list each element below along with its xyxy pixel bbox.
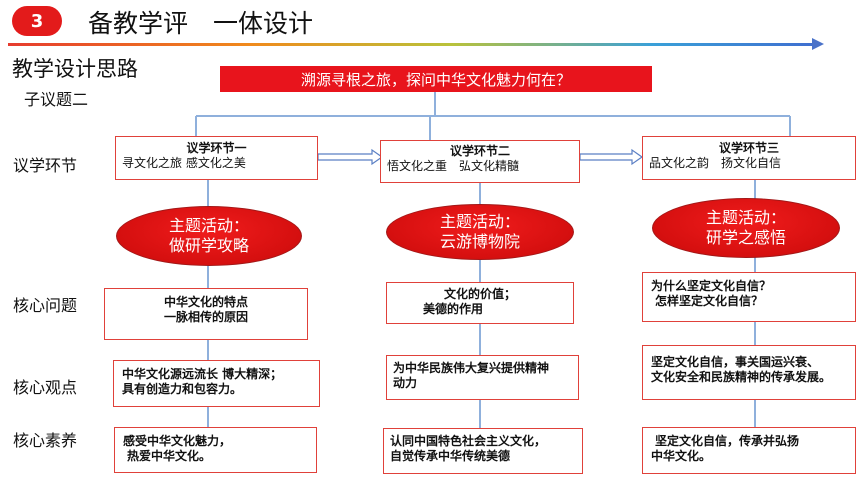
stage-box-3: 议学环节三 品文化之韵 扬文化自信 — [642, 136, 856, 180]
sub-topic-label: 子议题二 — [24, 90, 89, 109]
viewpoint-line: 文化安全和民族精神的传承发展。 — [651, 370, 832, 384]
literacy-line: 中华文化。 — [651, 449, 712, 463]
viewpoint-box-3: 坚定文化自信，事关国运兴衰、 文化安全和民族精神的传承发展。 — [642, 345, 856, 400]
arrow-stage1-to-stage2 — [317, 148, 384, 166]
activity-name: 云游博物院 — [439, 232, 520, 251]
stage-box-1: 议学环节一 寻文化之旅 感文化之美 — [115, 136, 318, 180]
stage-title: 议学环节一 — [186, 141, 247, 155]
literacy-box-1: 感受中华文化魅力， 热爱中华文化。 — [114, 427, 317, 473]
viewpoint-box-2: 为中华民族伟大复兴提供精神 动力 — [386, 355, 579, 400]
literacy-line: 认同中国特色社会主义文化， — [390, 434, 547, 448]
question-line: 怎样坚定文化自信？ — [655, 294, 764, 308]
question-line: 为什么坚定文化自信？ — [651, 279, 772, 293]
section-number-badge: 3 — [12, 6, 62, 36]
literacy-box-3: 坚定文化自信，传承并弘扬 中华文化。 — [642, 427, 856, 474]
viewpoint-box-1: 中华文化源远流长 博大精深； 具有创造力和包容力。 — [113, 360, 320, 407]
activity-label: 主题活动： — [168, 216, 249, 235]
question-line: 一脉相传的原因 — [163, 310, 248, 324]
stage-title: 议学环节二 — [449, 144, 510, 158]
literacy-line: 自觉传承中华传统美德 — [390, 449, 511, 463]
question-box-2: 文化的价值； 美德的作用 — [386, 282, 574, 324]
viewpoint-line: 具有创造力和包容力。 — [122, 382, 243, 396]
row-label-stage: 议学环节 — [13, 156, 78, 175]
activity-ellipse-3: 主题活动： 研学之感悟 — [652, 198, 840, 258]
slide-title: 备教学评 一体设计 — [88, 9, 314, 38]
stage-box-2: 议学环节二 悟文化之重 弘文化精髓 — [380, 140, 580, 183]
question-line: 美德的作用 — [423, 302, 484, 316]
question-line: 中华文化的特点 — [163, 295, 248, 309]
literacy-line: 热爱中华文化。 — [127, 449, 212, 463]
activity-label: 主题活动： — [705, 208, 786, 227]
activity-ellipse-2: 主题活动： 云游博物院 — [386, 204, 574, 260]
section-heading: 教学设计思路 — [12, 57, 138, 81]
viewpoint-line: 为中华民族伟大复兴提供精神 — [393, 361, 550, 375]
activity-label: 主题活动： — [439, 212, 520, 231]
literacy-box-2: 认同中国特色社会主义文化， 自觉传承中华传统美德 — [383, 428, 583, 474]
viewpoint-line: 中华文化源远流长 博大精深； — [122, 367, 283, 381]
question-box-3: 为什么坚定文化自信？ 怎样坚定文化自信？ — [642, 272, 856, 322]
arrow-stage2-to-stage3 — [579, 148, 644, 166]
row-label-viewpoint: 核心观点 — [13, 378, 78, 397]
stage-title: 议学环节三 — [718, 141, 779, 155]
activity-name: 研学之感悟 — [705, 228, 786, 247]
arrow-right-icon — [812, 38, 824, 50]
literacy-line: 感受中华文化魅力， — [123, 434, 232, 448]
stage-subtitle: 寻文化之旅 感文化之美 — [122, 156, 246, 170]
activity-ellipse-1: 主题活动： 做研学攻略 — [116, 206, 302, 266]
stage-subtitle: 品文化之韵 扬文化自信 — [649, 156, 782, 170]
viewpoint-line: 坚定文化自信，事关国运兴衰、 — [651, 355, 820, 369]
stage-subtitle: 悟文化之重 弘文化精髓 — [387, 159, 520, 173]
title-underline — [8, 43, 813, 46]
theme-banner: 溯源寻根之旅，探问中华文化魅力何在？ — [220, 66, 652, 92]
row-label-question: 核心问题 — [13, 296, 78, 315]
literacy-line: 坚定文化自信，传承并弘扬 — [655, 434, 800, 448]
question-box-1: 中华文化的特点 一脉相传的原因 — [104, 288, 308, 340]
row-label-literacy: 核心素养 — [13, 431, 78, 450]
activity-name: 做研学攻略 — [168, 236, 249, 255]
viewpoint-line: 动力 — [393, 376, 418, 390]
question-line: 文化的价值； — [443, 287, 516, 301]
